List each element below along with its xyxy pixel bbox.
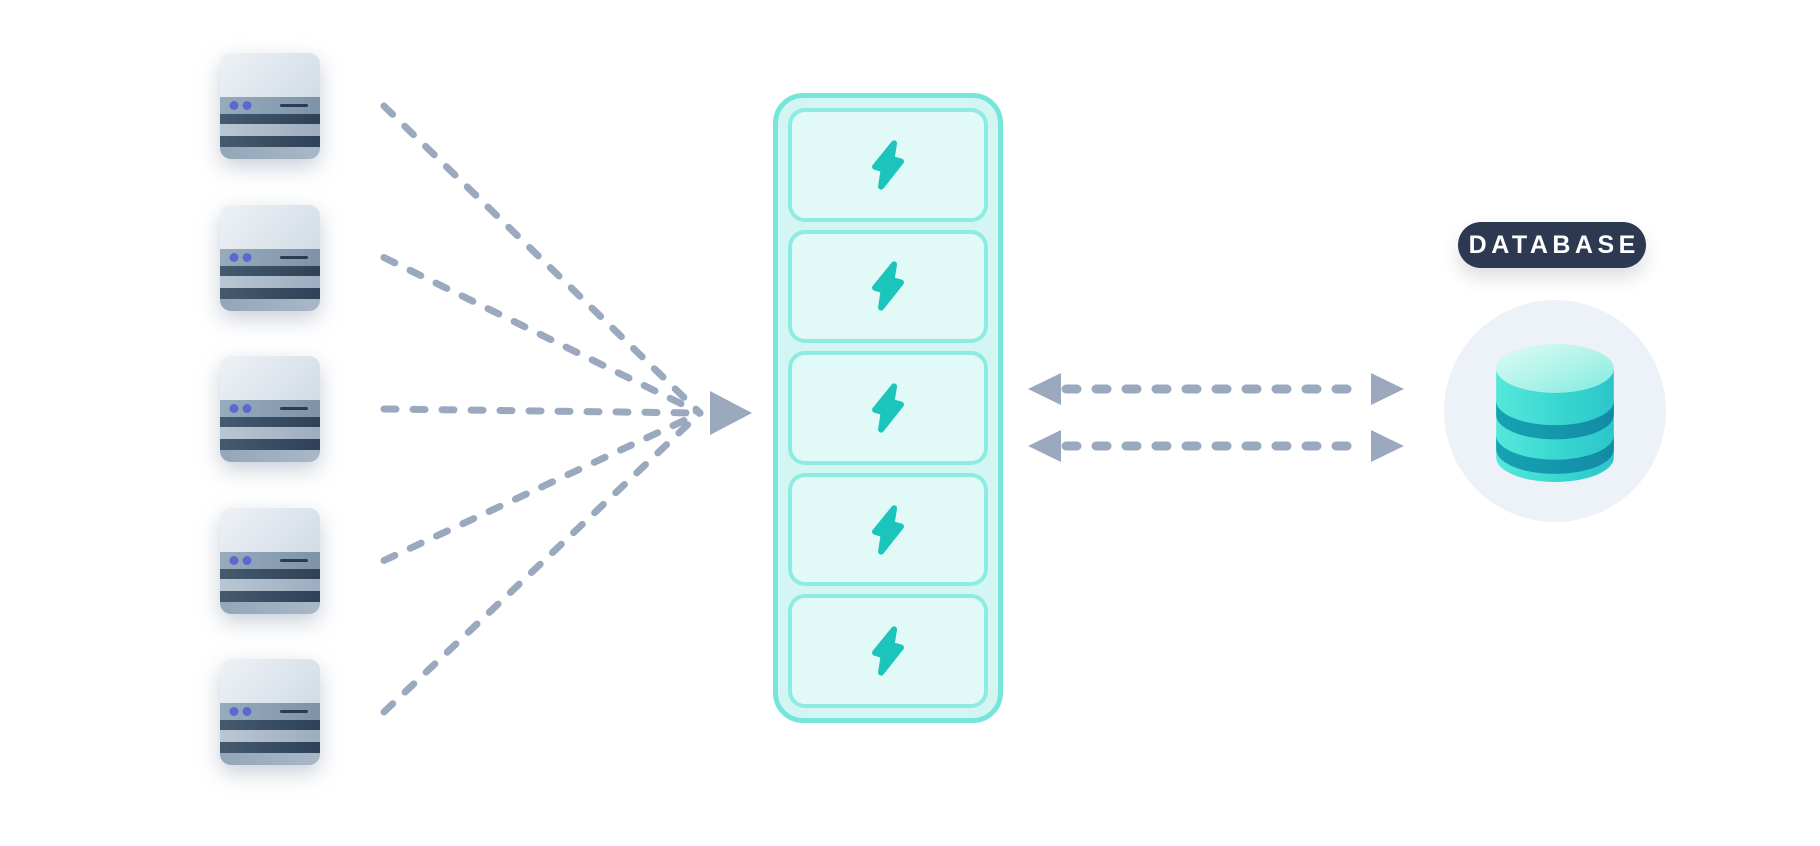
fan-dashed-line: [380, 102, 704, 417]
fan-dashed-line: [380, 254, 704, 417]
fan-dashed-line: [380, 409, 704, 716]
server-icon: [220, 204, 320, 311]
left-arrowhead-icon: [1028, 430, 1061, 462]
server-stack: [220, 53, 320, 765]
fan-dashed-line: [380, 405, 704, 417]
database-label-text: DATABASE: [1468, 230, 1640, 259]
pool-slot: [788, 108, 988, 222]
left-arrowhead-icon: [1028, 373, 1061, 405]
pool-slot: [788, 229, 988, 344]
server-icon: [220, 53, 320, 159]
lightning-bolt-icon: [872, 504, 904, 555]
database-label-pill: DATABASE: [1458, 222, 1646, 268]
server-item: [220, 53, 320, 159]
pool-slot: [788, 472, 988, 587]
server-icon: [220, 356, 320, 462]
fan-dashed-line: [380, 409, 704, 564]
lightning-bolt-icon: [872, 626, 904, 676]
right-arrowhead-icon: [1371, 373, 1404, 405]
connection-pool: [773, 93, 1003, 723]
lightning-bolt-icon: [872, 261, 904, 312]
database-cylinder-icon: [1496, 344, 1614, 482]
fan-arrowhead-icon: [710, 391, 752, 435]
pool-slot: [788, 594, 988, 708]
database-circle: [1444, 300, 1666, 522]
lightning-bolt-icon: [872, 383, 904, 433]
server-item: [220, 204, 320, 311]
right-arrowhead-icon: [1371, 430, 1404, 462]
server-icon: [220, 507, 320, 614]
server-item: [220, 356, 320, 462]
server-item: [220, 507, 320, 614]
server-icon: [220, 659, 320, 765]
pool-slot: [788, 351, 988, 465]
lightning-bolt-icon: [872, 140, 904, 190]
server-item: [220, 659, 320, 765]
